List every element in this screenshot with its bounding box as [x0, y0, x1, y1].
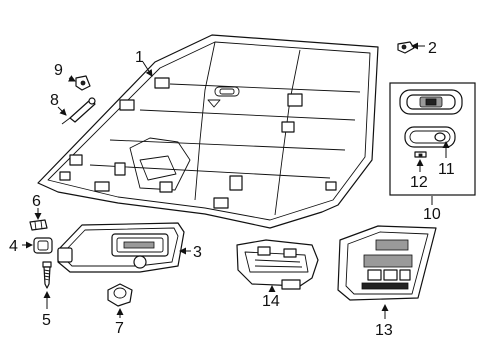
overhead-console-icon	[337, 225, 437, 301]
callout-2: 2	[428, 40, 437, 57]
leader-lines	[22, 42, 450, 319]
callout-1: 1	[135, 49, 144, 66]
callout-14: 14	[262, 293, 280, 310]
callout-9: 9	[54, 62, 63, 79]
callout-10: 10	[423, 206, 441, 223]
grab-handle-icon	[61, 97, 96, 125]
callout-4: 4	[9, 238, 18, 255]
callout-3: 3	[193, 244, 202, 261]
bulb-icon	[414, 151, 427, 158]
retainer-clip-icon	[29, 219, 48, 231]
console-bracket-icon	[236, 239, 319, 290]
headliner-icon	[37, 34, 379, 229]
bracket-icon	[33, 237, 53, 254]
clip-icon	[397, 41, 415, 54]
callout-13: 13	[375, 322, 393, 339]
screw-icon	[42, 261, 52, 289]
callout-labels: 1 2 3 4 5 6 7 8 9 10 11 12 13 14	[9, 40, 455, 339]
callout-12: 12	[410, 174, 428, 191]
callout-6: 6	[32, 193, 41, 210]
callout-11: 11	[438, 161, 455, 178]
callout-7: 7	[115, 320, 124, 337]
sun-visor-icon	[57, 222, 185, 273]
visor-clip-icon	[107, 283, 133, 307]
hook-icon	[75, 75, 91, 91]
callout-8: 8	[50, 92, 59, 109]
lens-icon	[404, 126, 456, 148]
callout-5: 5	[42, 312, 51, 329]
